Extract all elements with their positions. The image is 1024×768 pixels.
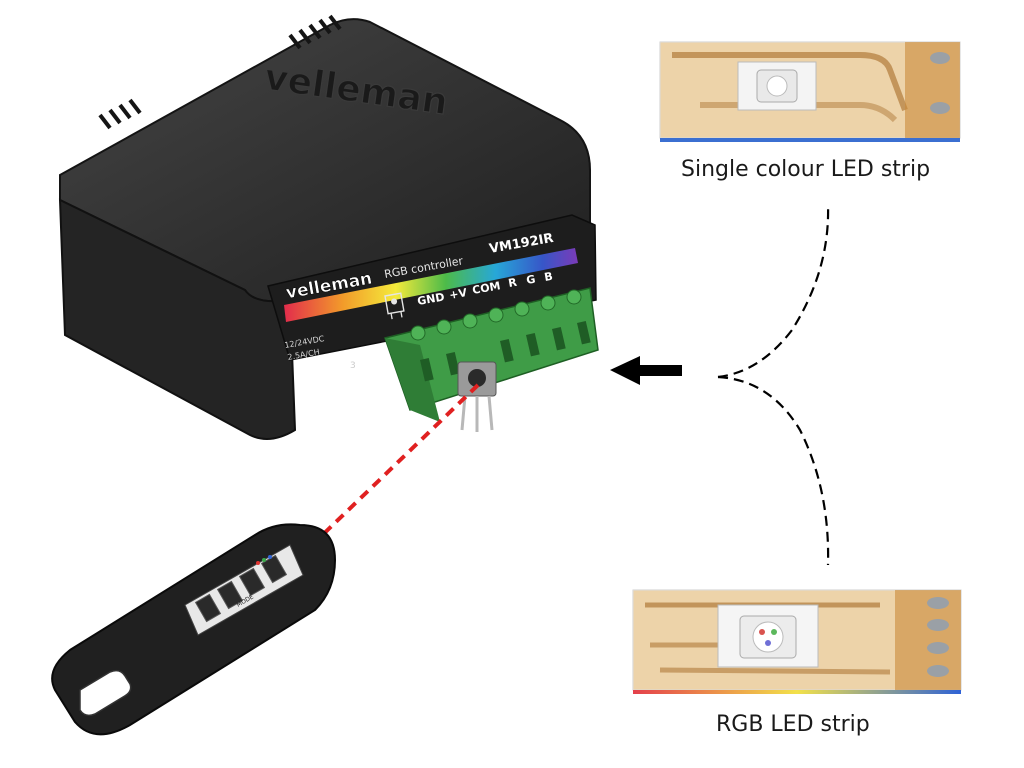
left-arrow-icon [610,356,682,385]
controller-side-mark: 3 [350,361,356,371]
remote-button-2 [216,580,244,610]
rgb-strip [632,589,962,694]
terminal-label-com: COM [471,279,501,297]
single-colour-strip [659,41,961,142]
remote-button-3 [238,567,266,597]
terminal-label-plus-v: +V [448,286,468,302]
ir-receiver [457,361,497,432]
terminal-block [384,287,599,422]
keyring-hole [79,669,132,717]
ir-beam [310,383,480,547]
remote-button-1 [194,593,222,623]
dashed-connector-bottom [717,375,830,566]
terminal-label-r: R [507,276,518,290]
ir-remote: MODE [51,523,337,736]
rainbow-stripe [284,248,578,322]
terminal-labels: GND +V COM R G B [416,270,554,308]
dashed-connector-top [717,204,830,379]
rgb-controller: velleman velleman RGB controller VM192IR… [58,14,599,440]
controller-case-front [58,198,297,440]
rgb-strip-caption: RGB LED strip [716,712,870,737]
terminal-label-gnd: GND [416,290,445,308]
single-colour-strip-caption: Single colour LED strip [681,157,931,182]
ir-receiver-symbol-icon [384,292,405,320]
remote-button-4 [260,554,288,584]
vent-slots [98,14,342,130]
terminal-label-b: B [543,270,554,284]
terminal-label-g: G [525,273,536,287]
